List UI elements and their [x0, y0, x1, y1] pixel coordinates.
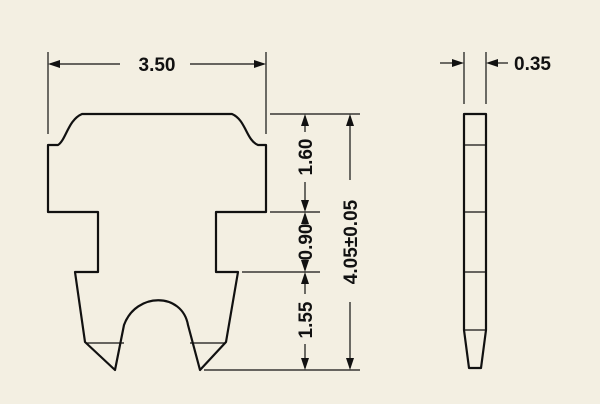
dimension-width: 3.50 — [47, 52, 267, 134]
arrowhead-0.90-bottom — [301, 260, 309, 272]
arrowhead-1.55-top — [301, 272, 309, 284]
arrowhead-0.90-top — [301, 212, 309, 224]
arrowhead-thickness-right — [486, 59, 498, 67]
part-outline — [46, 112, 268, 372]
dimension-thickness: 0.35 — [440, 52, 551, 104]
arrowhead-thickness-left — [452, 59, 464, 67]
arrowhead-1.60-top — [301, 114, 309, 126]
width-label: 3.50 — [139, 55, 176, 76]
arrowhead-overall-top — [346, 114, 354, 126]
dimension-chain: 1.60 0.90 1.55 — [204, 113, 360, 371]
arrowhead-overall-bottom — [346, 358, 354, 370]
lower-height-label: 1.55 — [296, 301, 317, 338]
side-view — [462, 112, 488, 370]
overall-height-label: 4.05±0.05 — [341, 199, 362, 284]
slot-height-label: 0.90 — [296, 224, 317, 261]
arrowhead-1.60-bottom — [301, 200, 309, 212]
dimension-overall-height: 4.05±0.05 — [341, 114, 362, 370]
front-view — [46, 112, 268, 372]
arrowhead-right — [254, 60, 266, 68]
thickness-label: 0.35 — [514, 54, 551, 75]
arrowhead-left — [48, 60, 60, 68]
arrowhead-1.55-bottom — [301, 358, 309, 370]
upper-height-label: 1.60 — [296, 139, 317, 176]
